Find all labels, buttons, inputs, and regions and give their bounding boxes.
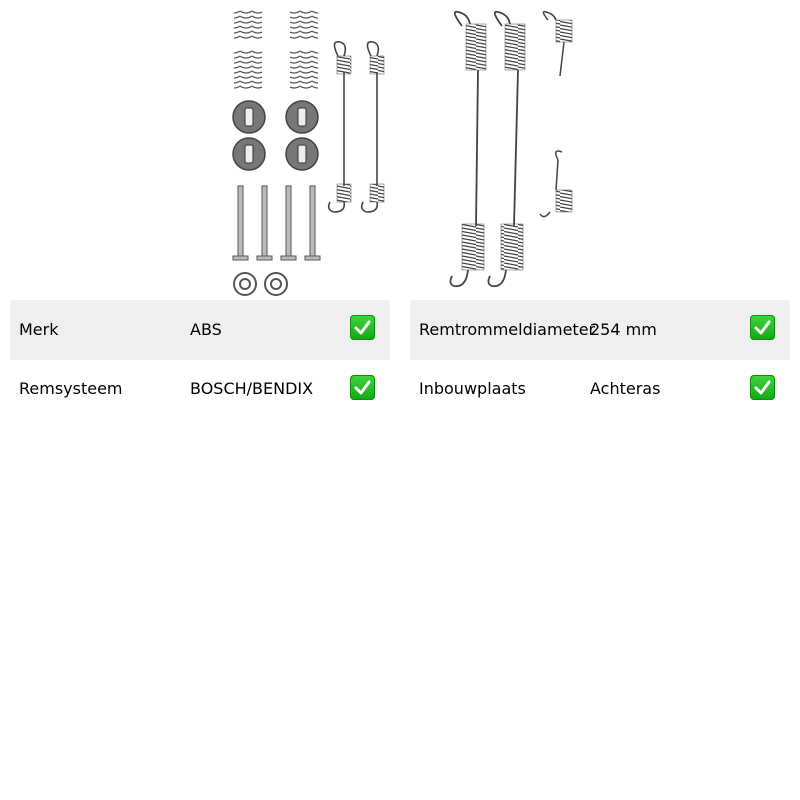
- compression-spring-icon: [234, 10, 318, 90]
- spec-row: Remsysteem BOSCH/BENDIX: [10, 360, 390, 420]
- spec-label: Remtrommeldiameter: [419, 320, 596, 339]
- spec-label: Remsysteem: [19, 379, 123, 398]
- spec-value: Achteras: [590, 379, 661, 398]
- spec-row: Remtrommeldiameter 254 mm: [410, 300, 790, 360]
- spec-table-right: Remtrommeldiameter 254 mm Inbouwplaats A…: [410, 300, 790, 420]
- spec-row: Inbouwplaats Achteras: [410, 360, 790, 420]
- product-image: [232, 10, 573, 296]
- adjuster-spring-icon: [539, 10, 565, 218]
- hold-down-pin-icon: [232, 185, 321, 261]
- return-spring-icon: [449, 10, 519, 288]
- spec-label: Merk: [19, 320, 59, 339]
- check-icon: [350, 315, 375, 340]
- spec-label: Inbouwplaats: [419, 379, 526, 398]
- spec-row: Merk ABS: [10, 300, 390, 360]
- spec-value: ABS: [190, 320, 222, 339]
- check-icon: [750, 375, 775, 400]
- check-icon: [350, 375, 375, 400]
- spec-table-left: Merk ABS Remsysteem BOSCH/BENDIX: [10, 300, 390, 420]
- spec-value: 254 mm: [590, 320, 657, 339]
- check-icon: [750, 315, 775, 340]
- lock-washer-icon: [233, 272, 288, 296]
- spec-value: BOSCH/BENDIX: [190, 379, 314, 398]
- tension-spring-icon: [327, 40, 380, 213]
